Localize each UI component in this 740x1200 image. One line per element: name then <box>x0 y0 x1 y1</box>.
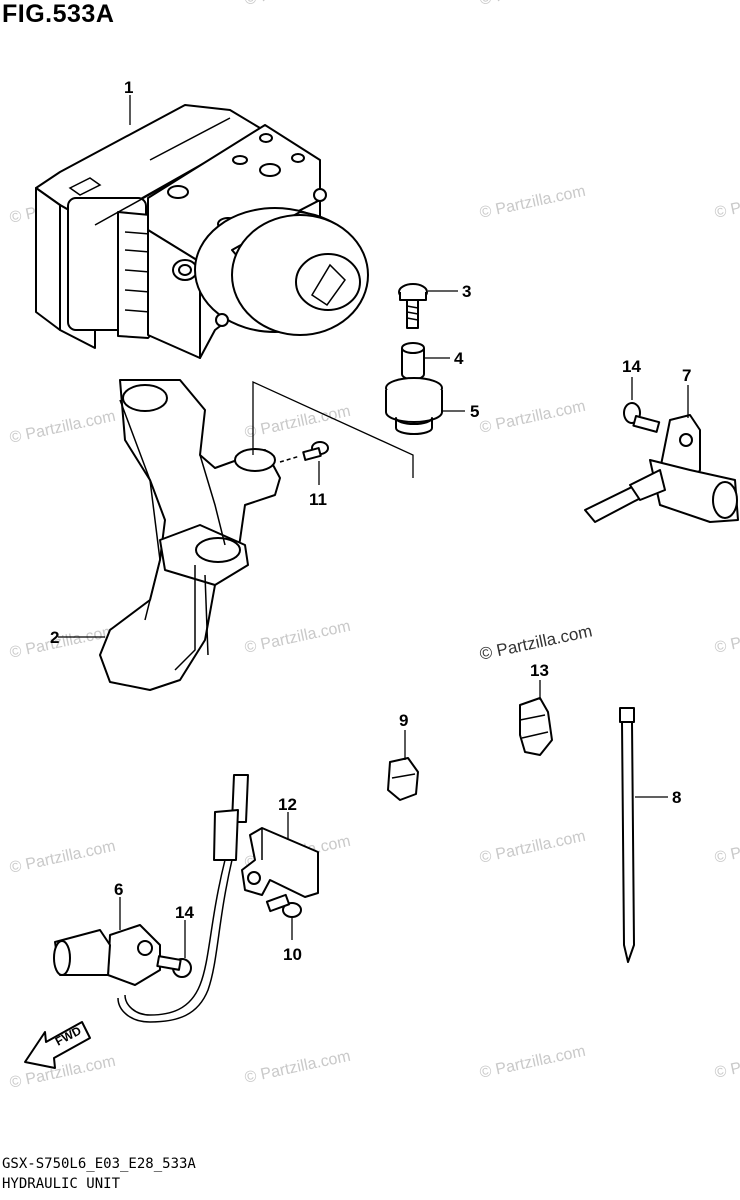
front-wheel-speed-sensor-part[interactable] <box>53 774 249 1023</box>
hydraulic-unit-part[interactable] <box>35 104 369 359</box>
figure-title: FIG.533A <box>2 0 115 28</box>
cable-tie-part[interactable] <box>619 707 635 963</box>
grommet-part[interactable] <box>385 377 443 435</box>
callout-9[interactable]: 9 <box>399 711 408 730</box>
clamp-part[interactable] <box>519 697 553 756</box>
callout-3[interactable]: 3 <box>462 282 471 301</box>
callout-2[interactable]: 2 <box>50 628 59 647</box>
collar-part[interactable] <box>401 342 425 381</box>
model-code: GSX-S750L6_E03_E28_533A <box>2 1156 196 1172</box>
rear-wheel-speed-sensor-part[interactable] <box>584 414 739 523</box>
callout-14-upper[interactable]: 14 <box>622 357 641 376</box>
sensor-bolt-part[interactable] <box>623 402 661 433</box>
callout-12[interactable]: 12 <box>278 795 297 814</box>
callout-4[interactable]: 4 <box>454 349 464 368</box>
callout-11[interactable]: 11 <box>309 490 327 509</box>
callout-7[interactable]: 7 <box>682 366 691 385</box>
callout-labels: 1 2 3 4 5 6 7 8 9 10 11 12 13 14 14 <box>50 78 691 964</box>
callout-8[interactable]: 8 <box>672 788 681 807</box>
clip-part[interactable] <box>387 757 419 801</box>
section-name: HYDRAULIC UNIT <box>2 1176 121 1192</box>
bracket-part[interactable] <box>99 379 281 691</box>
callout-1[interactable]: 1 <box>124 78 133 97</box>
callout-5[interactable]: 5 <box>470 402 479 421</box>
small-bolt-part[interactable] <box>279 441 329 463</box>
front-sensor-bolt-part[interactable] <box>156 955 192 978</box>
forward-direction-arrow: FWD <box>24 1021 91 1069</box>
leader-lines <box>58 95 689 958</box>
callout-6[interactable]: 6 <box>114 880 123 899</box>
callout-14-lower[interactable]: 14 <box>175 903 194 922</box>
sensor-bracket-part[interactable] <box>241 827 319 898</box>
callout-10[interactable]: 10 <box>283 945 302 964</box>
sensor-bracket-bolt-part[interactable] <box>265 893 302 918</box>
callout-13[interactable]: 13 <box>530 661 549 680</box>
bolt-part[interactable] <box>398 283 428 329</box>
